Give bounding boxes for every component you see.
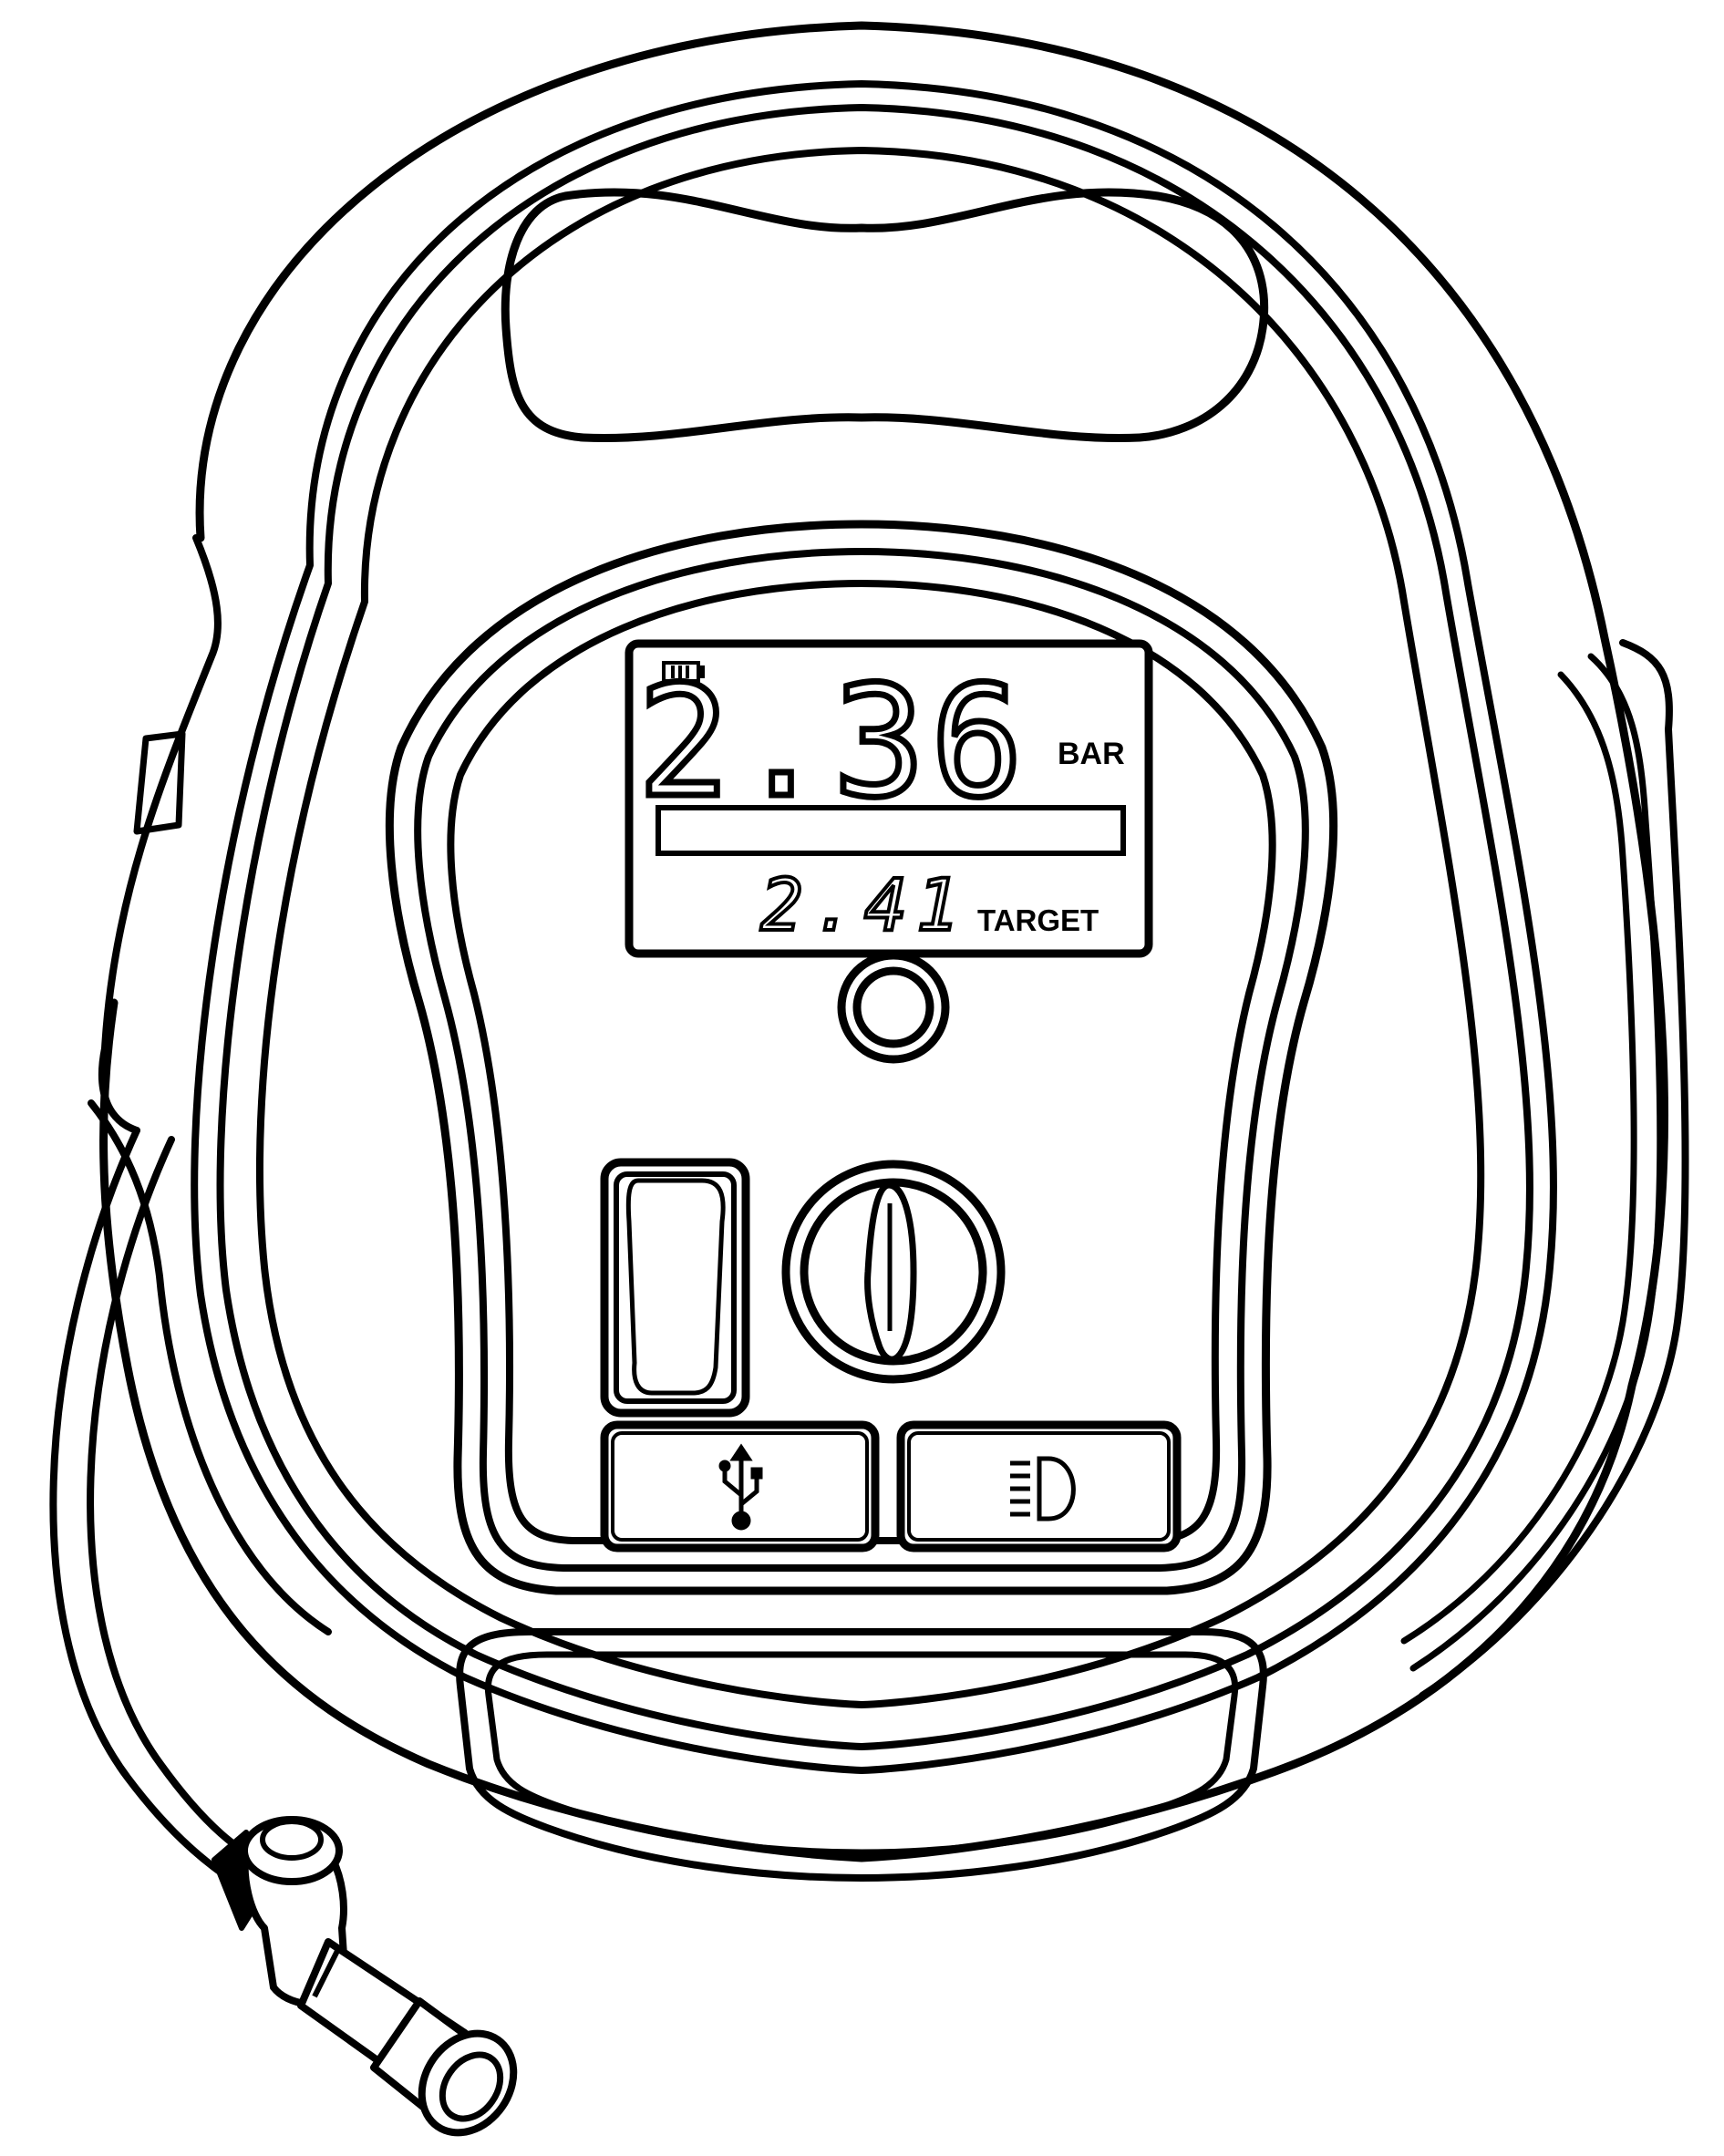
usb-icon <box>718 1443 763 1531</box>
progress-bar-frame <box>656 805 1126 856</box>
panel-face <box>447 580 1276 1544</box>
carry-handle-opening <box>501 188 1269 443</box>
right-grip-inner-2 <box>1400 671 1637 1645</box>
rocker-switch-icon[interactable] <box>600 1158 750 1418</box>
round-button-icon[interactable] <box>837 951 950 1064</box>
rotary-dial-icon[interactable] <box>781 1160 1006 1384</box>
light-button[interactable] <box>896 1420 1182 1553</box>
right-grip-inner <box>1409 653 1664 1672</box>
lcd-display: 2.36 BAR 2.41 TARGET <box>625 639 1153 958</box>
outer-shell <box>99 21 1669 1862</box>
shell-rim-2 <box>216 104 1533 1750</box>
target-label: TARGET <box>977 903 1099 937</box>
battery-icon <box>662 661 705 683</box>
current-pressure: 2.36 <box>637 653 1028 831</box>
hose-connector <box>212 1816 518 2137</box>
panel-recess-inner <box>414 548 1309 1572</box>
pressure-unit: BAR <box>1058 737 1125 771</box>
base-grip-inner <box>484 1651 1239 1856</box>
shell-rim-3 <box>255 147 1485 1708</box>
right-grip <box>1419 639 1689 1699</box>
headlight-icon <box>1010 1456 1076 1522</box>
left-vent <box>133 730 186 835</box>
target-pressure: 2.41 <box>760 865 968 947</box>
base-grip-outer <box>456 1628 1267 1882</box>
panel-recess-outer <box>385 520 1338 1595</box>
shell-rim-1 <box>191 80 1557 1774</box>
usb-button[interactable] <box>600 1420 880 1553</box>
